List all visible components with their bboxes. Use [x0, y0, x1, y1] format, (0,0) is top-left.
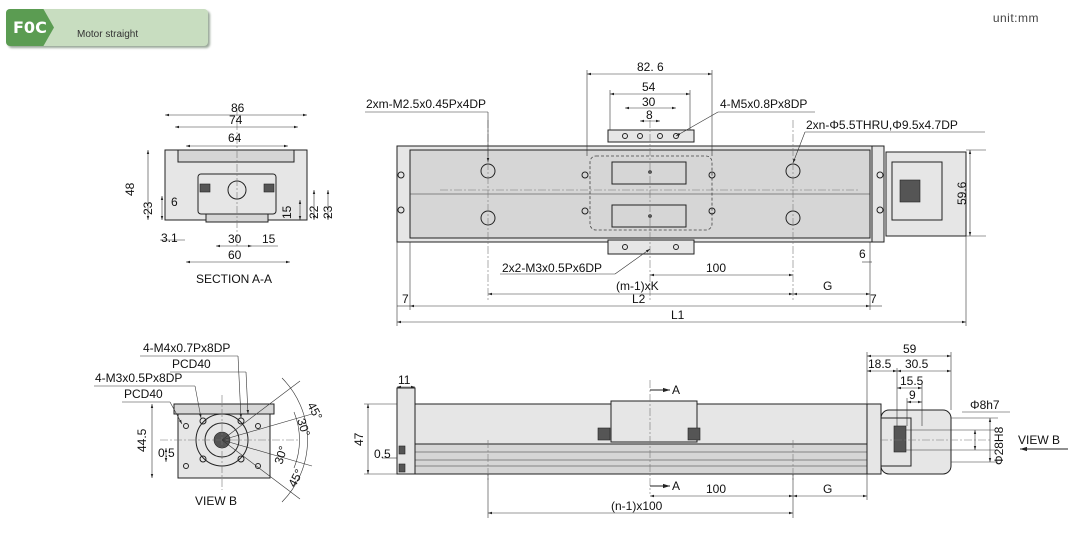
dim-15-5: 15.5 [900, 374, 924, 388]
dim-6-left: 6 [171, 195, 178, 209]
dim-15-section: 15 [262, 232, 276, 246]
flange-caption: VIEW B [195, 494, 237, 508]
section-bearing-left [199, 183, 211, 193]
dim-47: 47 [352, 432, 366, 446]
dim-n-minus-1-100: (n-1)x100 [611, 499, 663, 513]
angle-30-upper: 30° [294, 417, 313, 439]
dim-54: 54 [642, 80, 656, 94]
model-code: F0C [13, 18, 47, 37]
top-end-plate [871, 145, 885, 243]
dim-L1: L1 [671, 308, 685, 322]
top-motor-body [891, 161, 943, 221]
dim-11: 11 [398, 373, 411, 387]
top-carriage-outline [589, 155, 713, 231]
side-motor-body [880, 417, 912, 467]
section-top-cover [177, 149, 295, 163]
top-view [365, 70, 986, 326]
flange-view [94, 355, 313, 503]
side-end-right [866, 403, 882, 475]
dim-100-top: 100 [706, 261, 726, 275]
section-marker-bottom: A [672, 479, 680, 493]
section-caption: SECTION A-A [196, 272, 272, 286]
dim-30-top: 30 [642, 95, 656, 109]
callout-m3-tap: 2x2-M3x0.5Px6DP [502, 261, 602, 275]
dim-0-5-side: 0.5 [374, 447, 391, 461]
dim-23-left: 23 [141, 201, 155, 215]
top-motor [885, 151, 967, 237]
side-rail [396, 443, 868, 475]
angle-45-lower: 45° [285, 467, 306, 490]
dim-59: 59 [903, 342, 917, 356]
callout-pcd-lower: PCD40 [124, 387, 163, 401]
angle-30-lower: 30° [272, 444, 291, 466]
dim-48: 48 [123, 182, 137, 196]
dim-30-5: 30.5 [905, 357, 929, 371]
callout-m4-tap: 4-M4x0.7Px8DP [143, 341, 230, 355]
dim-44-5: 44.5 [135, 428, 149, 452]
dim-9: 9 [909, 388, 916, 402]
unit-label: unit:mm [992, 11, 1039, 25]
model-subtitle: Motor straight [77, 29, 139, 40]
top-carriage-upper [611, 161, 687, 185]
dim-m-minus-1-k: (m-1)xK [616, 279, 659, 293]
dim-59-6: 59.6 [955, 181, 969, 205]
top-carriage-lower [611, 204, 687, 228]
top-slider-plate-top [607, 129, 695, 143]
dim-3-1: 3.1 [161, 231, 178, 245]
dim-G-side: G [823, 482, 832, 496]
section-marker-top: A [672, 383, 680, 397]
dim-phi8-h7: Φ8h7 [970, 398, 1000, 412]
callout-m5-tap: 4-M5x0.8Px8DP [720, 97, 807, 111]
section-bearing-right [263, 183, 275, 193]
dim-23-right: 23 [321, 205, 335, 219]
view-b-arrow-label: VIEW B [1018, 433, 1060, 447]
dim-7-right: 7 [870, 292, 877, 306]
dim-8: 8 [646, 108, 653, 122]
top-slider-plate-bottom [607, 239, 695, 255]
callout-thru-holes: 2xn-Φ5.5THRU,Φ9.5x4.7DP [806, 118, 958, 132]
dim-G-top: G [823, 279, 832, 293]
dim-7-left: 7 [402, 292, 409, 306]
dim-6-top: 6 [859, 247, 866, 261]
flange-top [173, 403, 275, 415]
header-tag [6, 9, 54, 46]
callout-pcd-upper: PCD40 [172, 357, 211, 371]
dim-15-right: 15 [280, 205, 294, 219]
dim-60: 60 [228, 248, 242, 262]
side-view [364, 352, 1068, 518]
side-slider [610, 400, 698, 443]
dim-L2: L2 [632, 292, 646, 306]
side-end-left [396, 387, 416, 475]
callout-m3-flange: 4-M3x0.5Px8DP [95, 371, 182, 385]
dim-18-5: 18.5 [868, 357, 892, 371]
dim-64: 64 [228, 131, 242, 145]
dim-22: 22 [307, 205, 321, 219]
dim-0-5-flange: 0.5 [158, 446, 175, 460]
dim-100-side: 100 [706, 482, 726, 496]
dim-30-section: 30 [228, 232, 242, 246]
model-header: F0C Motor straight [6, 9, 208, 46]
dim-82-6: 82. 6 [637, 60, 664, 74]
side-motor [880, 409, 952, 475]
callout-m25-tap: 2xm-M2.5x0.45Px4DP [366, 97, 486, 111]
dim-phi28-h8: Φ28H8 [992, 426, 1006, 465]
section-view [146, 108, 330, 264]
dim-86: 86 [231, 101, 245, 115]
dim-74: 74 [229, 113, 243, 127]
top-coupler [899, 179, 921, 203]
